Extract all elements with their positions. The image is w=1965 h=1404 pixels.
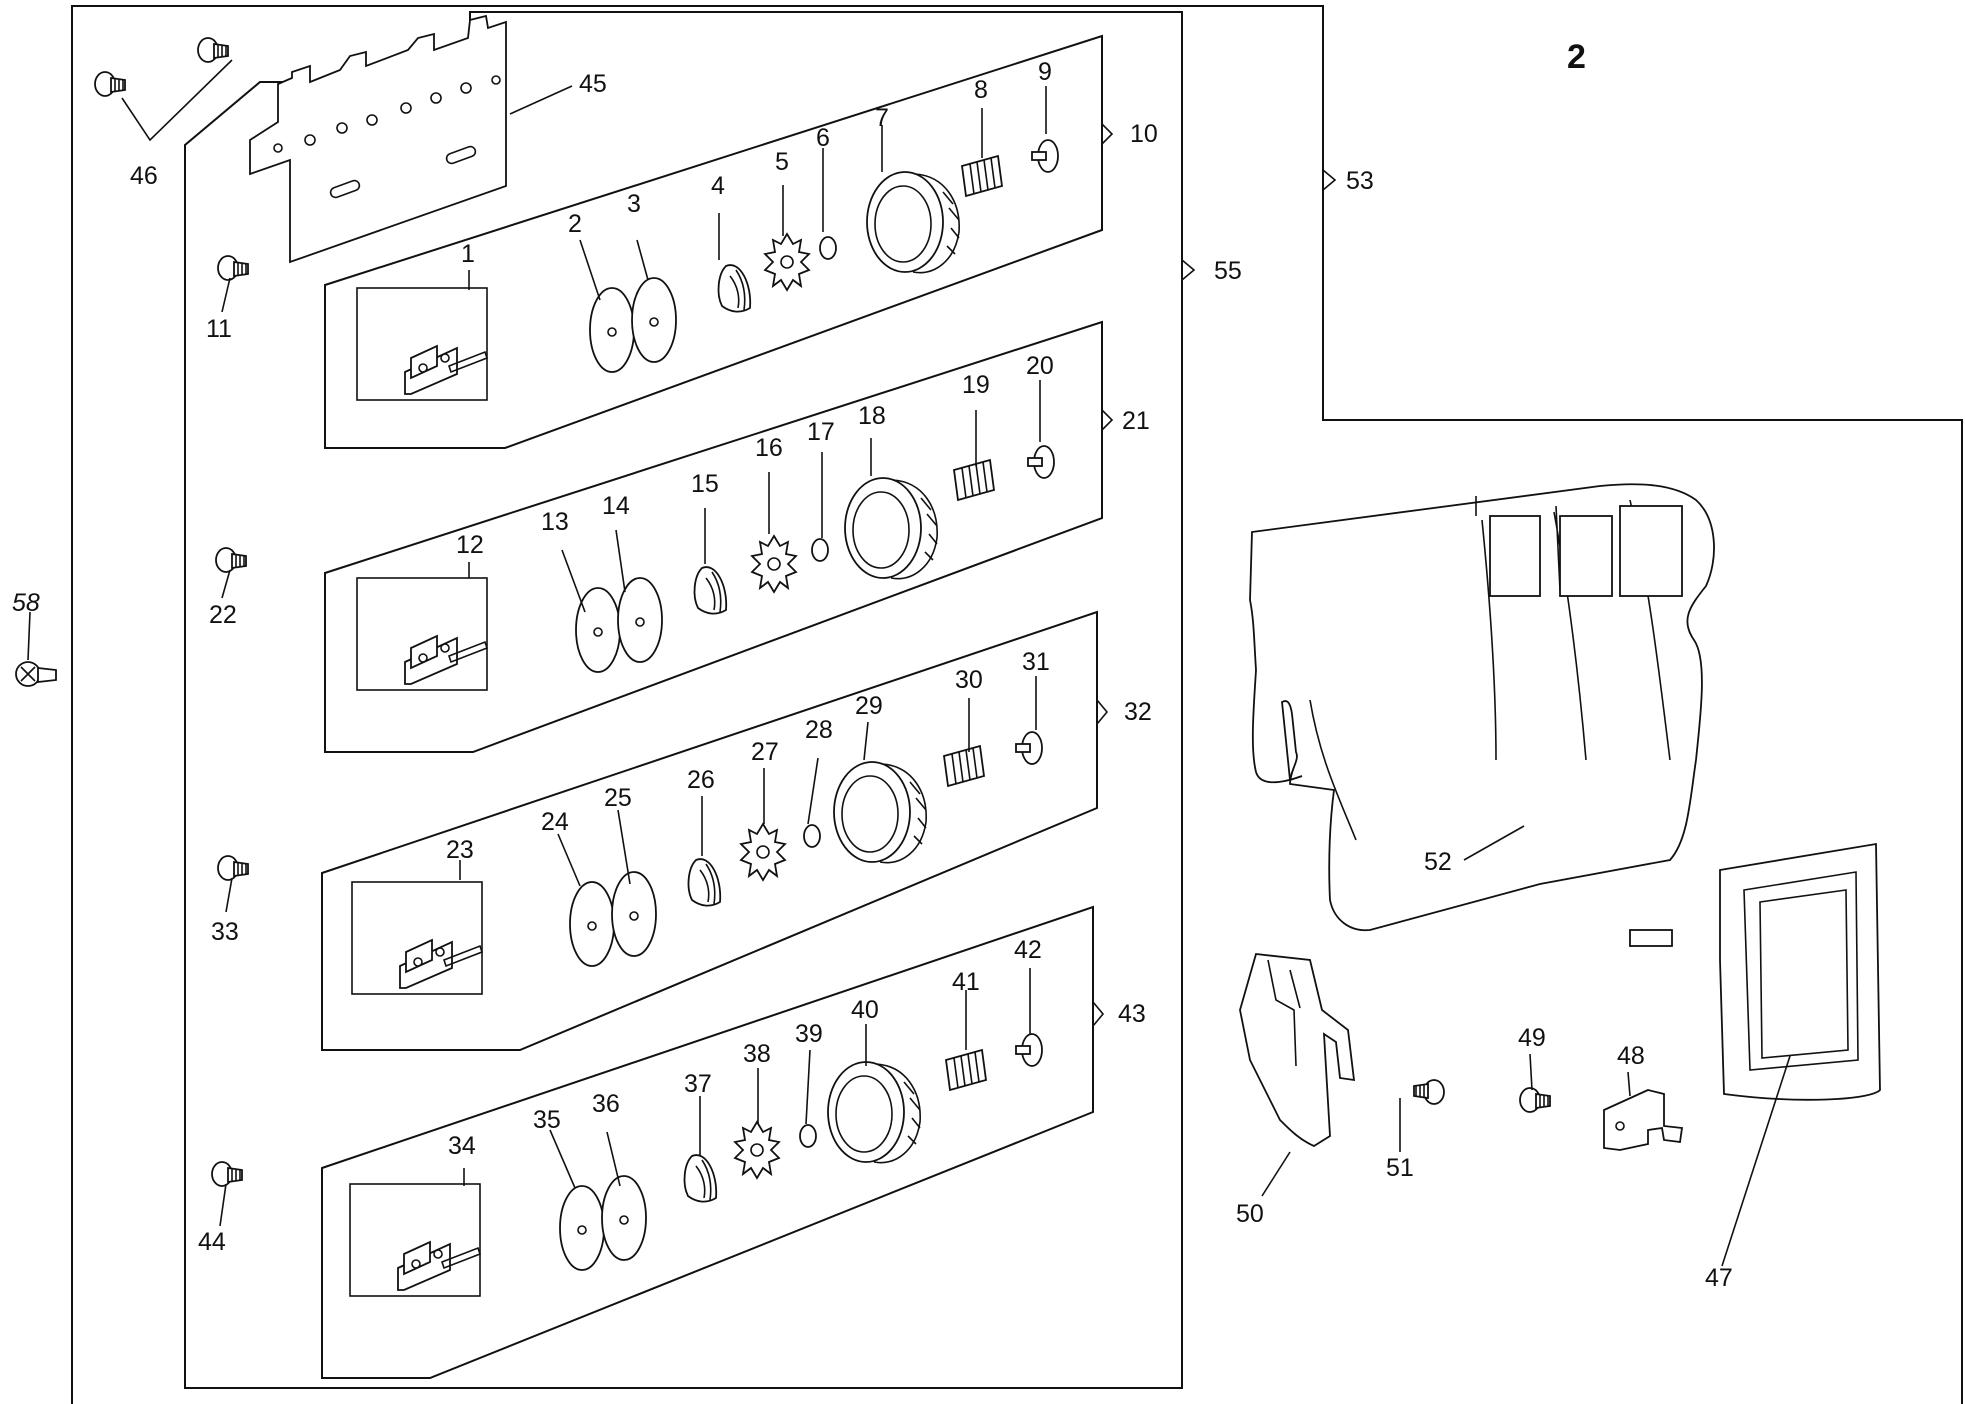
row-1-parts — [356, 139, 1059, 401]
callout-7: 7 — [875, 104, 889, 132]
panel-assembly-43 — [321, 905, 1094, 1379]
callout-27: 27 — [751, 738, 779, 766]
panel-assembly-21 — [324, 320, 1103, 753]
callout-53: 53 — [1346, 167, 1374, 195]
callout-22: 22 — [209, 601, 237, 629]
lever-unit — [1249, 483, 1881, 1101]
labels: 2 1 2 3 4 5 6 7 8 9 10 11 12 13 14 15 16… — [12, 38, 1733, 1292]
callout-6: 6 — [816, 124, 830, 152]
callout-9: 9 — [1038, 58, 1052, 86]
callout-17: 17 — [807, 418, 835, 446]
callout-55: 55 — [1214, 257, 1242, 285]
page-number: 2 — [1567, 38, 1586, 76]
callout-21: 21 — [1122, 407, 1150, 435]
callout-51: 51 — [1386, 1154, 1414, 1182]
row-2-parts — [356, 445, 1055, 691]
callout-24: 24 — [541, 808, 569, 836]
callout-8: 8 — [974, 76, 988, 104]
group-brackets — [1092, 123, 1337, 1027]
panel-assembly-32 — [321, 610, 1098, 1051]
callout-47: 47 — [1705, 1264, 1733, 1292]
callout-18: 18 — [858, 402, 886, 430]
callout-28: 28 — [805, 716, 833, 744]
callout-58: 58 — [12, 589, 40, 617]
callout-40: 40 — [851, 996, 879, 1024]
callout-42: 42 — [1014, 936, 1042, 964]
callout-19: 19 — [962, 371, 990, 399]
callout-36: 36 — [592, 1090, 620, 1118]
row-4-parts — [349, 1033, 1043, 1297]
callout-3: 3 — [627, 190, 641, 218]
panel-assembly-10 — [324, 34, 1103, 449]
callout-34: 34 — [448, 1132, 476, 1160]
callout-49: 49 — [1518, 1024, 1546, 1052]
callout-16: 16 — [755, 434, 783, 462]
left-screws — [15, 255, 249, 1187]
callout-45: 45 — [579, 70, 607, 98]
callout-25: 25 — [604, 784, 632, 812]
callout-11: 11 — [206, 315, 232, 343]
screws-46 — [94, 37, 233, 142]
outer-frame-53 — [71, 5, 1963, 1404]
small-parts-right — [1413, 1079, 1684, 1151]
leader-lines — [27, 85, 1791, 1267]
callout-29: 29 — [855, 692, 883, 720]
callout-48: 48 — [1617, 1042, 1645, 1070]
callout-2: 2 — [568, 210, 582, 238]
callout-15: 15 — [691, 470, 719, 498]
callout-26: 26 — [687, 766, 715, 794]
callout-38: 38 — [743, 1040, 771, 1068]
callout-4: 4 — [711, 172, 725, 200]
callout-52: 52 — [1424, 848, 1452, 876]
callout-23: 23 — [446, 836, 474, 864]
callout-35: 35 — [533, 1106, 561, 1134]
row-3-parts — [351, 731, 1043, 995]
callout-10: 10 — [1130, 120, 1158, 148]
lever-50 — [1239, 953, 1356, 1148]
callout-12: 12 — [456, 531, 484, 559]
callout-5: 5 — [775, 148, 789, 176]
callout-13: 13 — [541, 508, 569, 536]
callout-50: 50 — [1236, 1200, 1264, 1228]
callout-39: 39 — [795, 1020, 823, 1048]
callout-20: 20 — [1026, 352, 1054, 380]
callout-33: 33 — [211, 918, 239, 946]
callout-44: 44 — [198, 1228, 226, 1256]
callout-46: 46 — [130, 162, 158, 190]
callout-30: 30 — [955, 666, 983, 694]
callout-1: 1 — [461, 240, 475, 268]
callout-41: 41 — [952, 968, 980, 996]
callout-31: 31 — [1022, 648, 1050, 676]
callout-43: 43 — [1118, 1000, 1146, 1028]
callout-14: 14 — [602, 492, 630, 520]
callout-37: 37 — [684, 1070, 712, 1098]
callout-32: 32 — [1124, 698, 1152, 726]
mounting-plate — [249, 14, 507, 264]
